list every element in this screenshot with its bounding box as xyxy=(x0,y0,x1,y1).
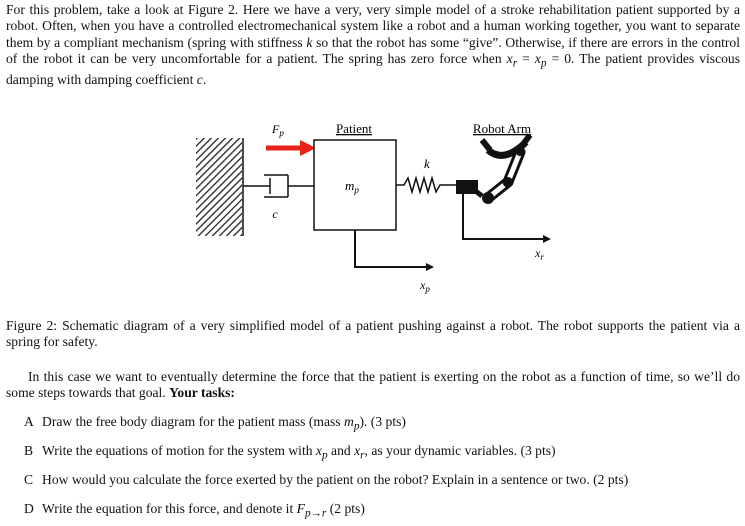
task-text: Draw the free body diagram for the patie… xyxy=(42,414,344,429)
xp-symbol: x xyxy=(315,443,322,458)
mass-label: mp xyxy=(345,178,359,195)
intro-text-3: = 0. The patient provides viscous dampin… xyxy=(6,50,740,87)
figure-2-diagram: c Fp Patient mp xp k Robot Arm xr xyxy=(196,121,551,294)
damper-icon xyxy=(243,174,314,198)
xr-symbol: x xyxy=(506,50,513,66)
xr-symbol: x xyxy=(354,443,361,458)
xr-arrow-head xyxy=(543,235,551,243)
xr-subscript: r xyxy=(512,57,518,70)
xp-subscript: p xyxy=(321,449,328,462)
force-subscript: p→r xyxy=(304,507,327,520)
mp-symbol: m xyxy=(343,414,354,429)
your-tasks-heading: Your tasks: xyxy=(169,385,235,401)
task-text: How would you calculate the force exerte… xyxy=(42,472,629,487)
task-c: C How would you calculate the force exert… xyxy=(24,472,740,488)
spring-icon xyxy=(396,175,456,195)
task-letter: B xyxy=(24,443,34,458)
patient-label: Patient xyxy=(336,121,372,136)
xp-symbol: x xyxy=(534,50,541,66)
task-intro-paragraph: In this case we want to eventually deter… xyxy=(6,369,740,402)
task-letter: A xyxy=(24,414,34,429)
xp-label: xp xyxy=(419,278,430,294)
task-d: D Write the equation for this force, and … xyxy=(24,501,740,522)
intro-text-2: so that the robot has some “give”. Other… xyxy=(6,34,740,66)
k-symbol: k xyxy=(306,34,313,50)
mp-subscript: p xyxy=(353,420,360,433)
task-letter: D xyxy=(24,501,34,516)
force-label: Fp xyxy=(271,122,284,138)
task-text: Write the equation for this force, and d… xyxy=(42,501,297,516)
spring-label: k xyxy=(424,156,430,171)
task-text-end: ). (3 pts) xyxy=(359,414,406,429)
robot-arm-icon xyxy=(456,133,533,204)
task-b: B Write the equations of motion for the s… xyxy=(24,443,740,464)
task-text: Write the equations of motion for the sy… xyxy=(42,443,316,458)
equals-sign: = xyxy=(517,50,535,66)
task-intro-text: In this case we want to eventually deter… xyxy=(6,369,740,401)
damper-label: c xyxy=(272,207,278,221)
task-text-mid: and xyxy=(327,443,355,458)
figure-caption: Figure 2: Schematic diagram of a very si… xyxy=(6,318,740,350)
xr-subscript: r xyxy=(360,449,365,462)
c-symbol: c xyxy=(196,71,203,87)
wall-hatch xyxy=(196,138,242,236)
task-letter: C xyxy=(24,472,34,487)
xr-label: xr xyxy=(534,246,544,262)
task-a: A Draw the free body diagram for the pati… xyxy=(24,414,740,435)
xp-subscript: p xyxy=(540,57,547,70)
robot-arm-label: Robot Arm xyxy=(473,121,531,136)
force-arrow-head xyxy=(300,140,316,156)
intro-end: . xyxy=(202,71,207,87)
force-symbol: F xyxy=(296,501,305,516)
intro-paragraph: For this problem, take a look at Figure … xyxy=(6,2,740,88)
intro-text-1: For this problem, take a look at Figure … xyxy=(6,2,740,50)
task-text-end: (2 pts) xyxy=(326,501,365,516)
xp-arrow-head xyxy=(426,263,434,271)
task-text-end: , as your dynamic variables. (3 pts) xyxy=(364,443,556,458)
